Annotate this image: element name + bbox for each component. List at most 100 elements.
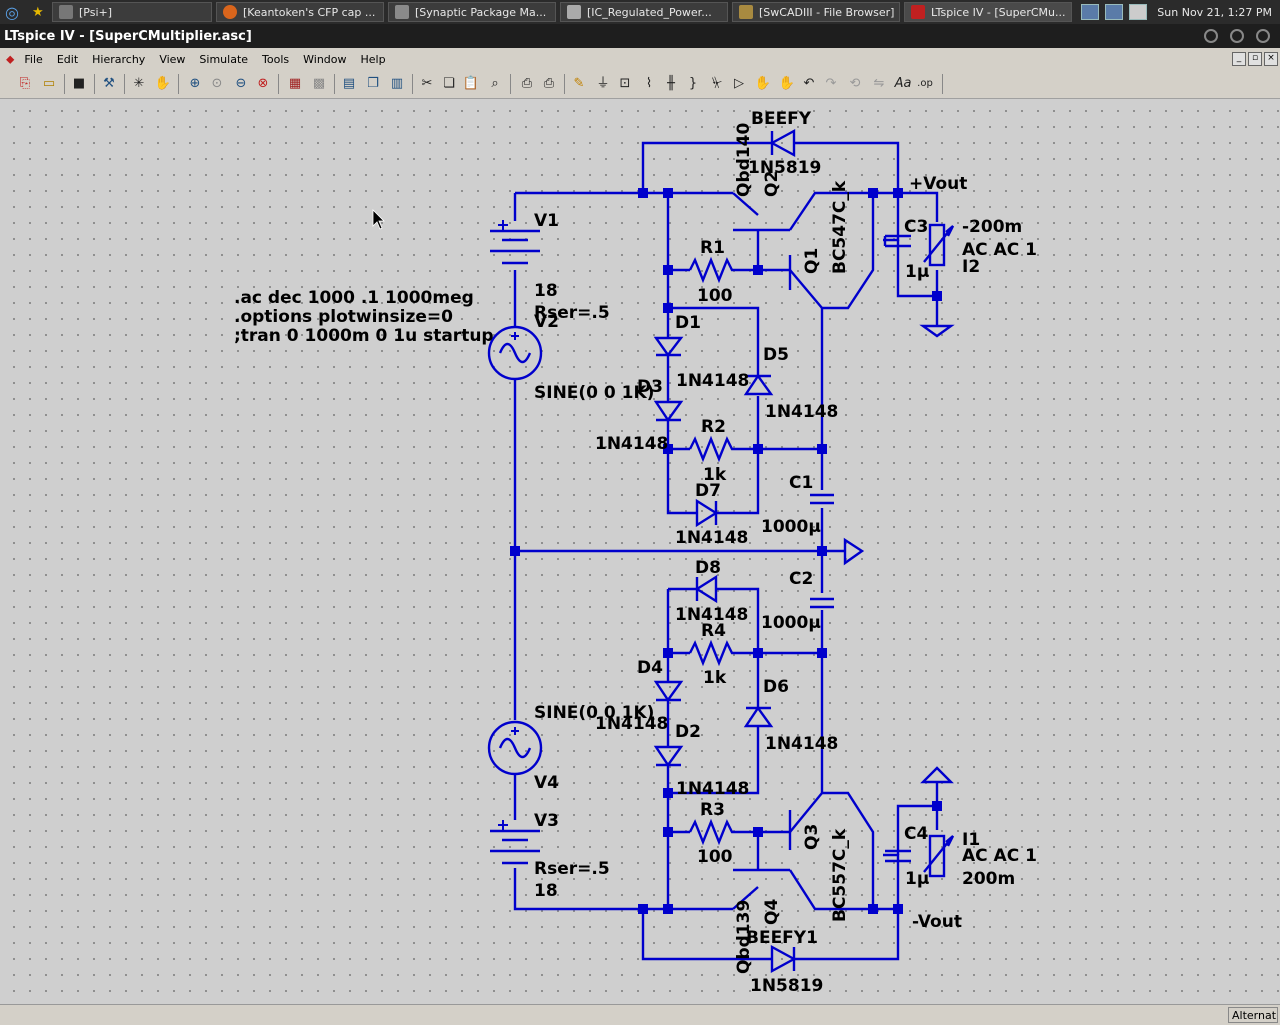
- mirror-icon[interactable]: ⇋: [873, 76, 885, 91]
- close-button[interactable]: [1256, 29, 1270, 43]
- label-d1[interactable]: D1: [675, 313, 701, 333]
- schematic-canvas[interactable]: .ac dec 1000 .1 1000meg .options plotwin…: [0, 99, 1280, 1004]
- autorange-icon[interactable]: ▦: [288, 76, 302, 91]
- run-icon[interactable]: ✳: [133, 76, 145, 91]
- halt-icon[interactable]: ✋: [154, 76, 172, 91]
- redo-icon[interactable]: ↷: [825, 76, 837, 91]
- label-q2[interactable]: Q2: [762, 171, 782, 197]
- label-v3-rser[interactable]: Rser=.5: [534, 859, 610, 879]
- directive-tran[interactable]: ;tran 0 1000m 0 1u startup: [234, 326, 494, 346]
- label-q1-value[interactable]: BC547C_k: [830, 180, 850, 274]
- control-panel-icon[interactable]: ⚒: [103, 76, 115, 91]
- label-beefy-value[interactable]: 1N5819: [748, 158, 821, 178]
- pan-icon[interactable]: ⊙: [211, 76, 223, 91]
- move-icon[interactable]: ✋: [754, 76, 772, 91]
- label-c4-value[interactable]: 1μ: [905, 869, 929, 889]
- menu-window[interactable]: Window: [303, 52, 347, 66]
- label-d6[interactable]: D6: [763, 677, 789, 697]
- task-synaptic[interactable]: [Synaptic Package Ma...: [388, 2, 556, 22]
- label-r1[interactable]: R1: [700, 238, 725, 258]
- label-d8-value[interactable]: 1N4148: [675, 605, 748, 625]
- label-i2[interactable]: I2: [962, 257, 980, 277]
- zoom-full-icon[interactable]: ⊗: [257, 76, 269, 91]
- label-r4-value[interactable]: 1k: [703, 668, 727, 688]
- label-c1[interactable]: C1: [789, 473, 813, 493]
- network-icon[interactable]: [1081, 4, 1100, 20]
- window-titlebar[interactable]: LTspice IV - [SuperCMultiplier.asc]: [0, 24, 1280, 48]
- menu-simulate[interactable]: Simulate: [199, 52, 249, 66]
- zoom-out-icon[interactable]: ⊖: [235, 76, 247, 91]
- label-d3-value[interactable]: 1N4148: [595, 434, 668, 454]
- mdi-restore-button[interactable]: ▫: [1248, 52, 1262, 66]
- minimize-button[interactable]: [1204, 29, 1218, 43]
- label-v2[interactable]: V2: [534, 312, 559, 332]
- label-d7-value[interactable]: 1N4148: [675, 528, 748, 548]
- label-r1-value[interactable]: 100: [697, 286, 733, 306]
- new-schematic-icon[interactable]: ⎘: [19, 76, 31, 91]
- text-icon[interactable]: Aa: [894, 76, 912, 91]
- mdi-minimize-button[interactable]: _: [1232, 52, 1246, 66]
- label-net-icon[interactable]: ⊡: [619, 76, 631, 91]
- label-qbd140[interactable]: Qbd140: [734, 123, 754, 197]
- task-psi[interactable]: [Psi+]: [52, 2, 212, 22]
- label-vout-neg[interactable]: -Vout: [912, 912, 962, 932]
- label-d6-value[interactable]: 1N4148: [765, 734, 838, 754]
- start-menu-icon[interactable]: ◎: [5, 2, 19, 22]
- ground-icon[interactable]: ⏚: [596, 76, 610, 91]
- menu-view[interactable]: View: [159, 52, 186, 66]
- spice-directive-icon[interactable]: .op: [917, 78, 933, 89]
- component-icon[interactable]: ▷: [734, 76, 744, 91]
- label-d8[interactable]: D8: [695, 558, 721, 578]
- menu-edit[interactable]: Edit: [56, 52, 79, 66]
- menu-tools[interactable]: Tools: [262, 52, 290, 66]
- menu-help[interactable]: Help: [360, 52, 386, 66]
- print-preview-icon[interactable]: ⎙: [521, 76, 533, 91]
- directive-ac[interactable]: .ac dec 1000 .1 1000meg: [234, 288, 474, 308]
- label-r3[interactable]: R3: [700, 800, 725, 820]
- grid-icon[interactable]: ▩: [312, 76, 326, 91]
- label-d4-value[interactable]: 1N4148: [595, 714, 668, 734]
- wire-icon[interactable]: ✎: [573, 76, 585, 91]
- label-d2-value[interactable]: 1N4148: [676, 779, 749, 799]
- label-v1-value[interactable]: 18: [534, 281, 558, 301]
- label-r2[interactable]: R2: [701, 417, 726, 437]
- label-i2-ac[interactable]: AC AC 1: [962, 240, 1037, 260]
- task-firefox[interactable]: [Keantoken's CFP cap ...: [216, 2, 384, 22]
- label-d2[interactable]: D2: [675, 722, 701, 742]
- cascade-icon[interactable]: ❐: [367, 76, 379, 91]
- inductor-icon[interactable]: }: [688, 76, 698, 91]
- mdi-close-button[interactable]: ×: [1264, 52, 1278, 66]
- copy-icon[interactable]: ❏: [443, 76, 455, 91]
- label-i2-value[interactable]: -200m: [962, 217, 1022, 237]
- menu-hierarchy[interactable]: Hierarchy: [92, 52, 146, 66]
- label-i1[interactable]: I1: [962, 830, 980, 850]
- tile-vertical-icon[interactable]: ▥: [390, 76, 404, 91]
- label-v1-rser[interactable]: Rser=.5: [534, 303, 610, 323]
- label-i1-ac[interactable]: AC AC 1: [962, 846, 1037, 866]
- display-icon[interactable]: [1105, 4, 1124, 20]
- label-d5-value[interactable]: 1N4148: [765, 402, 838, 422]
- resistor-icon[interactable]: ⌇: [645, 76, 653, 91]
- label-r4[interactable]: R4: [701, 621, 726, 641]
- label-v1[interactable]: V1: [534, 211, 559, 231]
- label-v4-value[interactable]: SINE(0 0 1K): [534, 703, 654, 723]
- print-icon[interactable]: ⎙: [543, 76, 555, 91]
- tile-horizontal-icon[interactable]: ▤: [342, 76, 356, 91]
- cut-icon[interactable]: ✂: [421, 76, 433, 91]
- label-r2-value[interactable]: 1k: [703, 465, 727, 485]
- label-beefy[interactable]: BEEFY: [751, 109, 812, 129]
- label-c3[interactable]: C3: [904, 217, 928, 237]
- label-q4[interactable]: Q4: [762, 899, 782, 925]
- open-icon[interactable]: ▭: [42, 76, 56, 91]
- label-q3-value[interactable]: BC557C_k: [830, 828, 850, 922]
- label-c2[interactable]: C2: [789, 569, 813, 589]
- drag-icon[interactable]: ✋: [778, 76, 796, 91]
- label-d7[interactable]: D7: [695, 481, 721, 501]
- directive-options[interactable]: .options plotwinsize=0: [234, 307, 453, 327]
- task-ltspice[interactable]: LTspice IV - [SuperCMu...: [904, 2, 1072, 22]
- power-icon[interactable]: [1129, 4, 1148, 20]
- paste-icon[interactable]: 📋: [462, 76, 480, 91]
- find-icon[interactable]: ⌕: [491, 76, 499, 91]
- label-r3-value[interactable]: 100: [697, 847, 733, 867]
- label-c3-value[interactable]: 1μ: [905, 262, 929, 282]
